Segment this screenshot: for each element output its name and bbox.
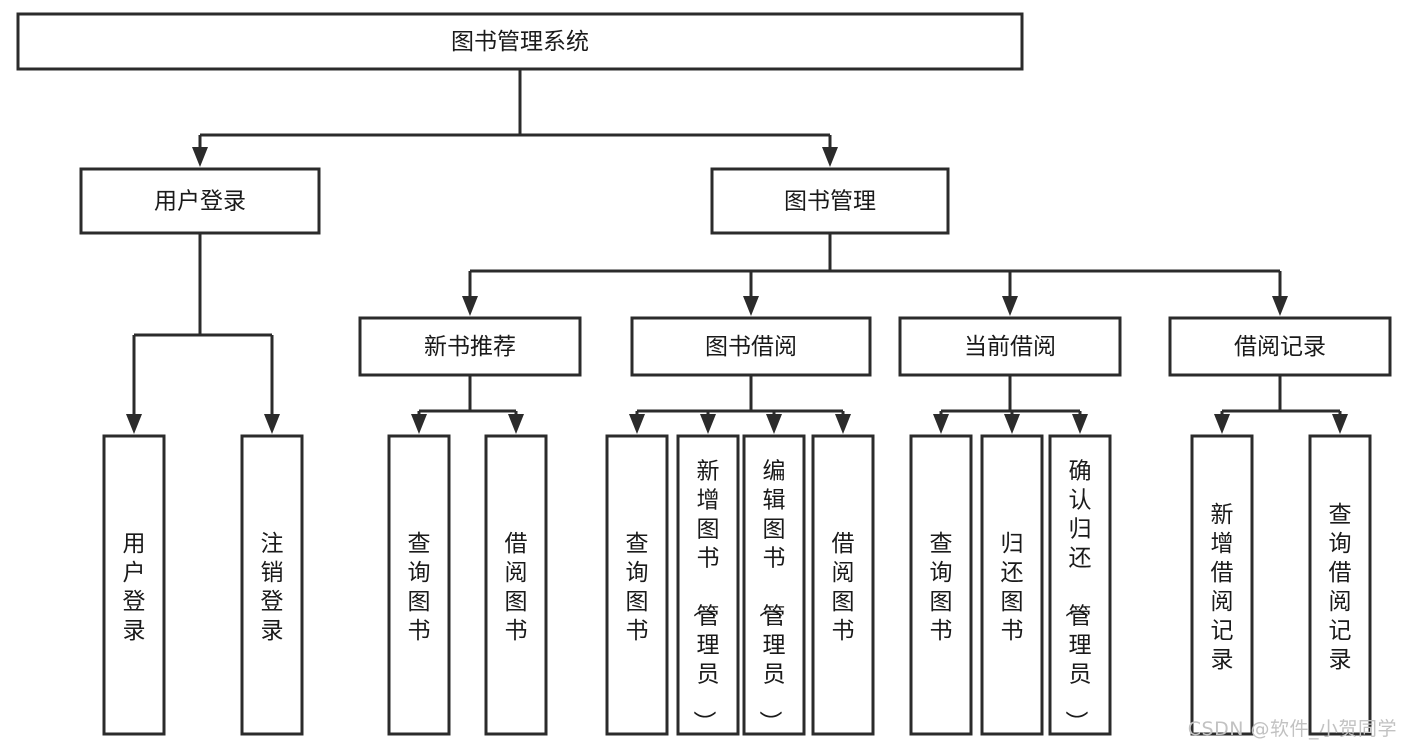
leaf-node-0-box[interactable] — [102, 434, 166, 736]
level3-node-2[interactable]: 当前借阅 — [898, 316, 1122, 377]
leaf-node-11[interactable]: 新增借阅记录 — [1190, 434, 1254, 736]
level3-node-2-label: 当前借阅 — [964, 334, 1056, 360]
level3-node-0-label: 新书推荐 — [424, 334, 516, 360]
level3-node-1[interactable]: 图书借阅 — [630, 316, 872, 377]
leaf-node-10-label: 确认归还（管理员） — [1063, 459, 1092, 734]
leaf-node-6[interactable]: 编辑图书（管理员） — [742, 434, 806, 736]
root-node-book-management-system-box[interactable] — [16, 12, 1024, 71]
leaf-node-12-box[interactable] — [1308, 434, 1372, 736]
leaf-node-5[interactable]: 新增图书（管理员） — [676, 434, 740, 736]
leaf-node-3[interactable]: 借阅图书 — [484, 434, 548, 736]
level3-node-0[interactable]: 新书推荐 — [358, 316, 582, 377]
level2-node-1[interactable]: 图书管理 — [710, 167, 950, 235]
leaf-node-9[interactable]: 归还图书 — [980, 434, 1044, 736]
leaf-node-9-label: 归还图书 — [1001, 531, 1024, 644]
leaf-node-5-box[interactable] — [676, 434, 740, 736]
level3-node-3-box[interactable] — [1168, 316, 1392, 377]
leaf-node-2[interactable]: 查询图书 — [387, 434, 451, 736]
leaf-node-4-box[interactable] — [605, 434, 669, 736]
level2-node-1-label: 图书管理 — [784, 189, 876, 215]
leaf-node-4-label: 查询图书 — [626, 531, 649, 644]
level3-node-1-box[interactable] — [630, 316, 872, 377]
leaf-node-3-box[interactable] — [484, 434, 548, 736]
leaf-node-1-box[interactable] — [240, 434, 304, 736]
level2-node-1-box[interactable] — [710, 167, 950, 235]
root-node-book-management-system-label: 图书管理系统 — [451, 29, 589, 55]
level3-node-2-box[interactable] — [898, 316, 1122, 377]
leaf-node-5-label: 新增图书（管理员） — [691, 459, 720, 734]
level3-node-1-label: 图书借阅 — [705, 334, 797, 360]
connector-layer — [126, 69, 1348, 434]
leaf-node-8-label: 查询图书 — [930, 531, 953, 644]
leaf-node-12[interactable]: 查询借阅记录 — [1308, 434, 1372, 736]
leaf-node-7-box[interactable] — [811, 434, 875, 736]
level2-node-0[interactable]: 用户登录 — [79, 167, 321, 235]
leaf-node-1-label: 注销登录 — [261, 531, 284, 644]
level3-node-3[interactable]: 借阅记录 — [1168, 316, 1392, 377]
leaf-node-1[interactable]: 注销登录 — [240, 434, 304, 736]
leaf-node-4[interactable]: 查询图书 — [605, 434, 669, 736]
leaf-node-10-box[interactable] — [1048, 434, 1112, 736]
leaf-node-0[interactable]: 用户登录 — [102, 434, 166, 736]
leaf-node-3-label: 借阅图书 — [505, 531, 528, 644]
node-layer: 图书管理系统用户登录图书管理新书推荐图书借阅当前借阅借阅记录用户登录注销登录查询… — [16, 12, 1392, 736]
leaf-node-8-box[interactable] — [909, 434, 973, 736]
leaf-node-8[interactable]: 查询图书 — [909, 434, 973, 736]
level2-node-0-box[interactable] — [79, 167, 321, 235]
level3-node-0-box[interactable] — [358, 316, 582, 377]
leaf-node-10[interactable]: 确认归还（管理员） — [1048, 434, 1112, 736]
leaf-node-7[interactable]: 借阅图书 — [811, 434, 875, 736]
leaf-node-12-label: 查询借阅记录 — [1329, 502, 1352, 673]
leaf-node-6-box[interactable] — [742, 434, 806, 736]
leaf-node-0-label: 用户登录 — [123, 531, 146, 644]
leaf-node-7-label: 借阅图书 — [832, 531, 855, 644]
leaf-node-11-label: 新增借阅记录 — [1211, 502, 1234, 673]
leaf-node-2-box[interactable] — [387, 434, 451, 736]
level2-node-0-label: 用户登录 — [154, 189, 246, 215]
csdn-watermark: CSDN @软件_小贺同学 — [1187, 718, 1397, 740]
leaf-node-6-label: 编辑图书（管理员） — [757, 459, 786, 734]
leaf-node-11-box[interactable] — [1190, 434, 1254, 736]
root-node-book-management-system[interactable]: 图书管理系统 — [16, 12, 1024, 71]
leaf-node-9-box[interactable] — [980, 434, 1044, 736]
leaf-node-2-label: 查询图书 — [408, 531, 431, 644]
level3-node-3-label: 借阅记录 — [1234, 334, 1326, 360]
